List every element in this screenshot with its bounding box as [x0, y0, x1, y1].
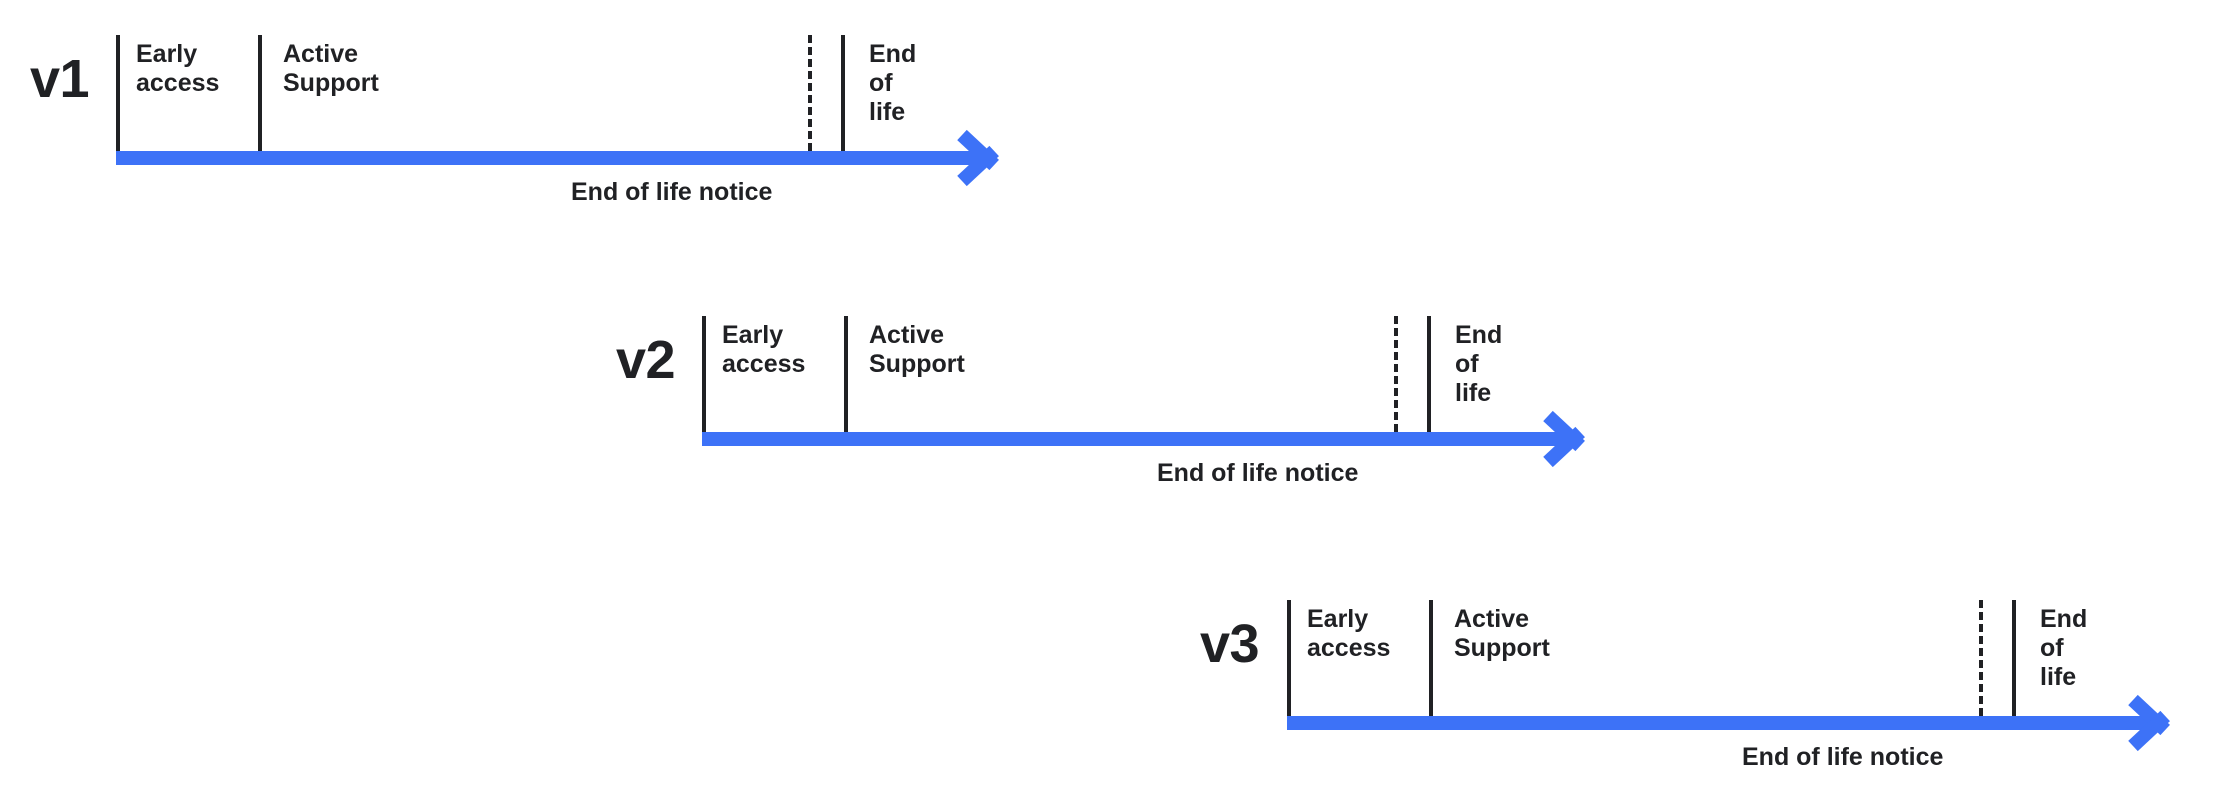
end-of-life-notice-label: End of life notice — [1742, 743, 1944, 771]
timeline-arrow-bar — [1287, 716, 2149, 730]
timeline-arrow-head-icon — [2128, 693, 2179, 753]
phase-divider-start — [116, 35, 120, 151]
phase-divider — [844, 316, 848, 432]
phase-divider — [258, 35, 262, 151]
end-of-life-label: End of life — [2040, 605, 2088, 691]
phase-divider-start — [1287, 600, 1291, 716]
end-of-life-notice-label: End of life notice — [571, 178, 773, 206]
phase-divider — [841, 35, 845, 151]
timeline-arrow-bar — [702, 432, 1564, 446]
timeline-arrow-bar — [116, 151, 978, 165]
phase-divider — [2012, 600, 2016, 716]
phase-label: Early access — [1307, 605, 1391, 662]
phase-label: Early access — [722, 321, 806, 378]
phase-label: Early access — [136, 40, 220, 97]
end-of-life-notice-marker — [808, 35, 812, 151]
end-of-life-label: End of life — [869, 40, 917, 126]
end-of-life-notice-label: End of life notice — [1157, 459, 1359, 487]
phase-label: Active Support — [869, 321, 965, 378]
end-of-life-label: End of life — [1455, 321, 1503, 407]
phase-divider — [1429, 600, 1433, 716]
phase-divider — [1427, 316, 1431, 432]
version-label: v2 — [616, 330, 676, 390]
version-label: v1 — [30, 49, 90, 109]
version-label: v3 — [1200, 614, 1260, 674]
phase-label: Active Support — [283, 40, 379, 97]
end-of-life-notice-marker — [1394, 316, 1398, 432]
timeline-arrow-head-icon — [957, 128, 1008, 188]
phase-label: Active Support — [1454, 605, 1550, 662]
timeline-arrow-head-icon — [1543, 409, 1594, 469]
phase-divider-start — [702, 316, 706, 432]
end-of-life-notice-marker — [1979, 600, 1983, 716]
